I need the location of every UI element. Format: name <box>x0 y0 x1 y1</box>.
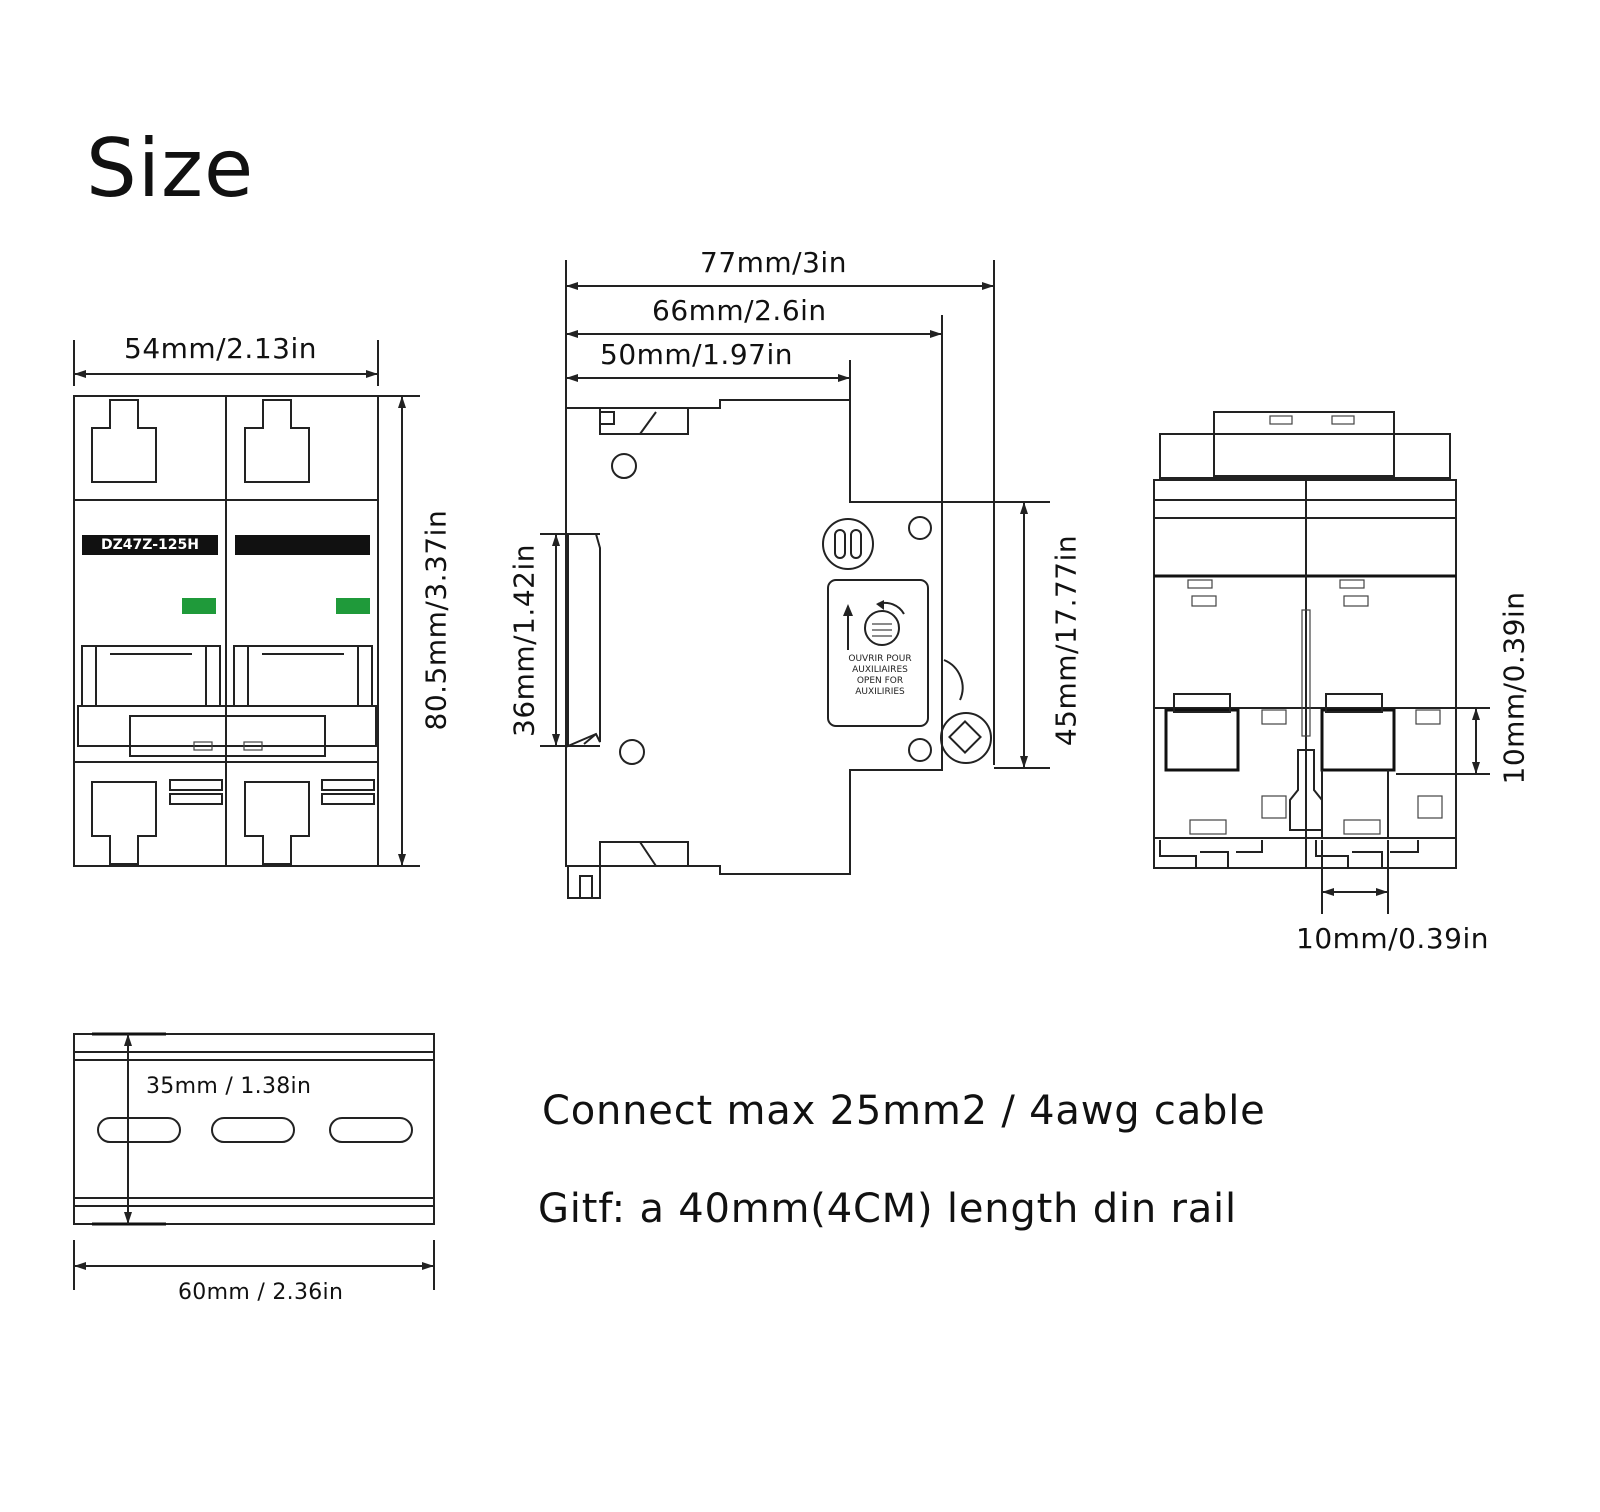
aux-panel-text: OUVRIR POUR AUXILIAIRES OPEN FOR AUXILIR… <box>838 654 922 698</box>
front-height-label: 80.5mm/3.37in <box>419 509 453 731</box>
side-view-drawing <box>540 260 1050 899</box>
side-rail-height-label: 36mm/1.42in <box>507 544 541 737</box>
side-front-height-label: 45mm/17.77in <box>1049 534 1083 747</box>
model-label-text: DZ47Z-125H <box>101 537 199 553</box>
aux-text-en-2: AUXILIRIES <box>855 687 905 697</box>
front-view-drawing <box>73 340 420 867</box>
din-rail-drawing <box>73 1032 435 1290</box>
bottom-width-label: 10mm/0.39in <box>1296 922 1489 955</box>
din-rail-width-label: 60mm / 2.36in <box>178 1280 344 1305</box>
bottom-view-drawing <box>1153 411 1490 914</box>
aux-text-en-1: OPEN FOR <box>856 676 904 686</box>
aux-text-fr-2: AUXILIAIRES <box>852 665 908 675</box>
front-width-label: 54mm/2.13in <box>124 332 317 365</box>
aux-text-fr-1: OUVRIR POUR <box>848 654 912 664</box>
side-width-total-label: 77mm/3in <box>700 246 847 279</box>
page-title: Size <box>86 122 255 215</box>
cable-note: Connect max 25mm2 / 4awg cable <box>542 1088 1266 1134</box>
gift-note: Gitf: a 40mm(4CM) length din rail <box>538 1186 1237 1232</box>
bottom-side-label: 10mm/0.39in <box>1497 591 1531 785</box>
din-rail-height-label: 35mm / 1.38in <box>146 1074 312 1099</box>
side-width-mid-label: 66mm/2.6in <box>652 294 827 327</box>
side-width-small-label: 50mm/1.97in <box>600 338 793 371</box>
